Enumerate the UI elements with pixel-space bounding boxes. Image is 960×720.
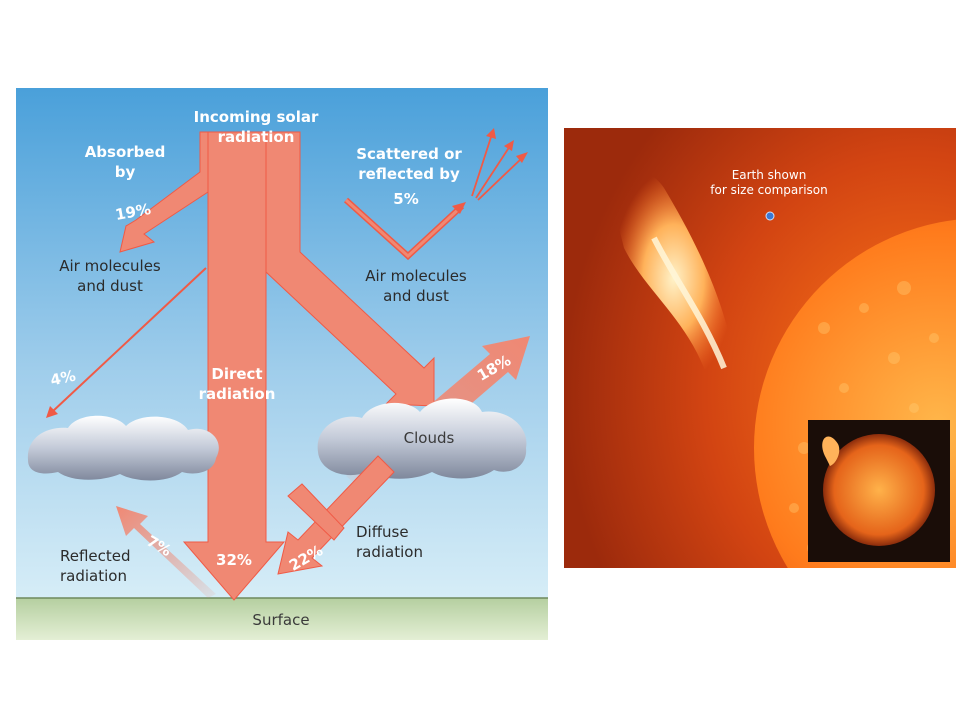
air-molecules-right-label: Air molecules and dust [365,267,467,305]
clouds-arrow [265,131,435,407]
air-molecules-left-label: Air molecules and dust [59,257,161,295]
sun-photo: Earth shown for size comparison [564,128,956,568]
earth-marker [765,211,775,221]
right-cloud [317,398,527,479]
surface-band [16,598,548,640]
scattered-arrowhead [452,202,466,214]
scatter-ray-1 [471,133,493,197]
scattered-label: Scattered or reflected by [356,145,462,183]
scatter-head-1 [486,128,496,139]
incoming-label: Incoming solar radiation [193,108,319,146]
earth-caption: Earth shown for size comparison [710,168,828,197]
scatter-head-3 [516,152,528,163]
diagram-graphic [16,88,548,640]
prominence-core [651,236,727,370]
sun-inset-disk [823,434,935,546]
sun-graphic [564,128,956,568]
reflected-radiation-label: Reflected radiation [60,547,131,585]
scattered-percent: 5% [393,190,419,208]
sun-inset-prominence [822,436,840,466]
diffuse-radiation-arrow [277,455,395,575]
direct-radiation-label: Direct radiation [198,365,276,403]
scatter-ray-3 [477,157,523,201]
solar-radiation-diagram: Incoming solar radiation Absorbed by 19%… [16,88,548,640]
scatter-ray-2 [475,145,511,199]
four-percent-arrow [51,267,207,413]
scattered-path-inner [344,198,464,259]
reflected-radiation-arrow [116,506,216,598]
four-percent-arrowhead [46,406,58,418]
left-cloud [27,415,219,481]
absorbed-label: Absorbed by [84,143,166,181]
thirty-two-percent-label: 32% [216,551,252,569]
diffuse-return-arrow [287,483,345,541]
scatter-head-2 [504,140,514,151]
clouds-label: Clouds [403,429,455,447]
diffuse-radiation-label: Diffuse radiation [356,523,423,561]
surface-label: Surface [252,611,310,629]
